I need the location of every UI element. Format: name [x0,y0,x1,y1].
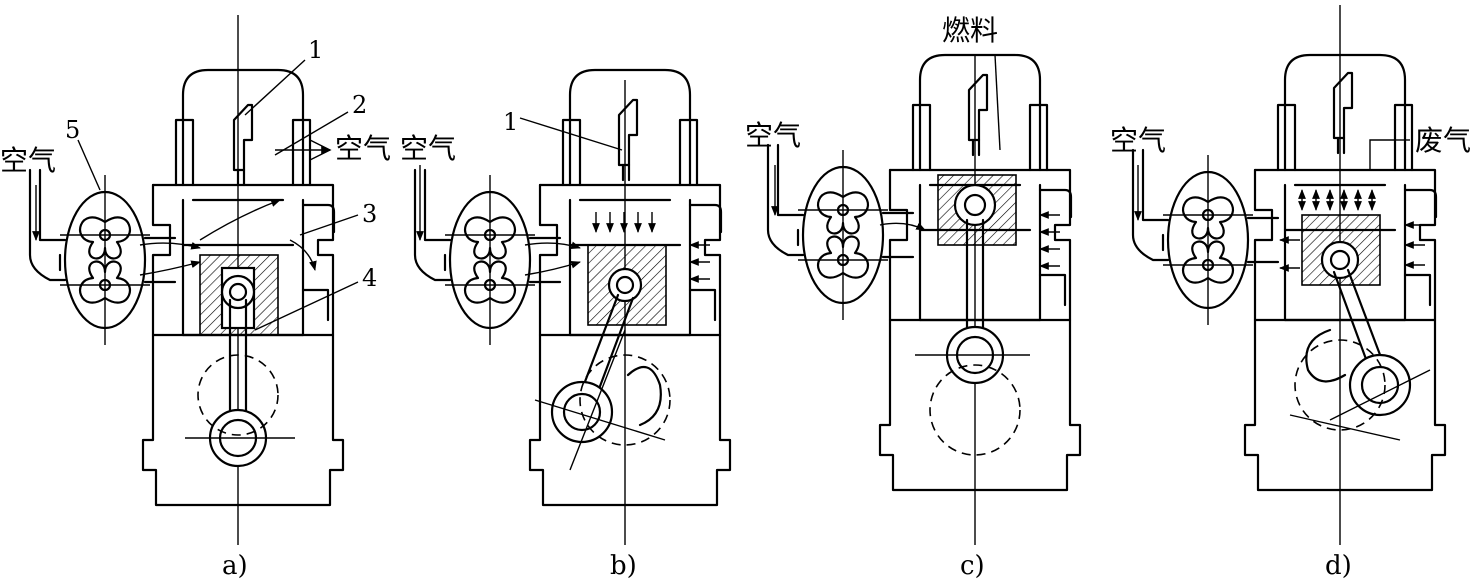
panel-a-caption: a) [222,551,248,581]
panel-a-air-in-label: 空气 [0,144,56,177]
panel-b-callout-1: 1 [503,108,518,136]
panel-b [413,68,732,545]
panel-d-caption: d) [1325,551,1352,581]
panel-a-callout-5: 5 [65,116,80,144]
panel-b-air-in-label: 空气 [400,132,456,165]
panel-a-callout-4: 4 [362,264,377,292]
panel-c-fuel-label: 燃料 [942,14,998,47]
panel-a [28,15,359,545]
panel-d [1131,5,1447,545]
panel-c-caption: c) [960,551,985,581]
panel-b-caption: b) [610,551,637,581]
panel-a-callout-3: 3 [362,200,377,228]
panel-a-callout-2: 2 [352,91,367,119]
panel-c [766,53,1082,545]
panel-a-callout-1: 1 [308,36,323,64]
panel-d-exhaust-label: 废气 [1415,124,1471,157]
panel-c-air-in-label: 空气 [745,119,801,152]
panel-d-air-in-label: 空气 [1110,124,1166,157]
panel-a-air-out-label: 空气 [335,132,391,165]
